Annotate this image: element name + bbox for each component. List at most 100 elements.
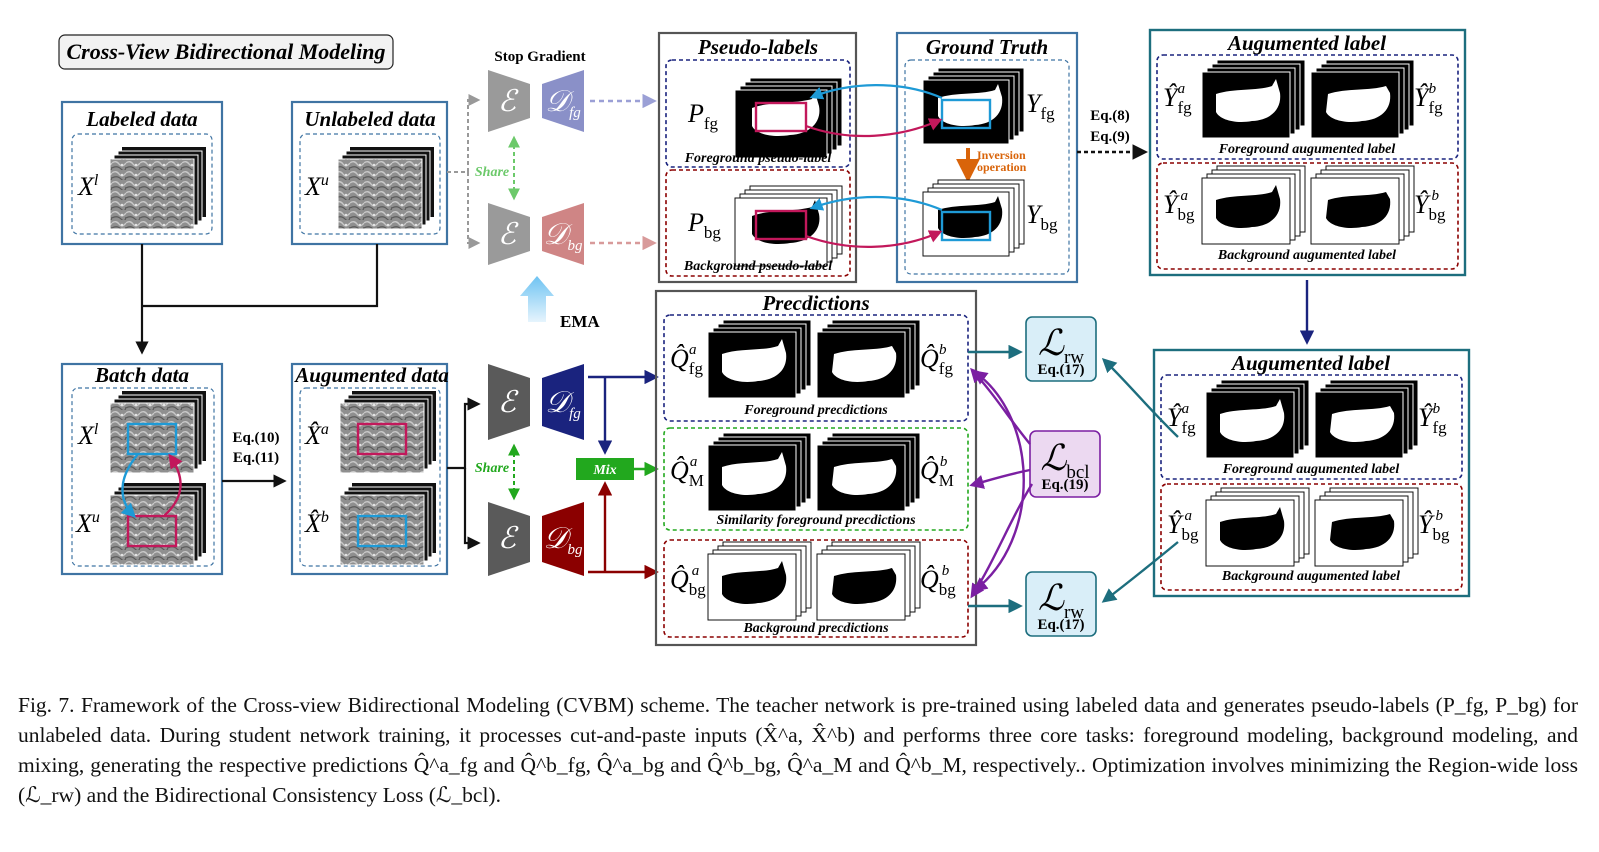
- augmented-label-top-panel: Augumented label Ŷfga Ŷfgb Foreground au…: [1148, 28, 1467, 277]
- aug-top-fg-a-label: Ŷfga: [1163, 81, 1192, 117]
- figure-title: Cross-View Bidirectional Modeling: [66, 39, 385, 64]
- x-hat-b-label: X̂b: [304, 509, 329, 538]
- label-exchange-arrows: [805, 84, 943, 248]
- aug-top-bg-b-stack: [1310, 165, 1415, 245]
- aug-top-fg-b-stack: [1310, 59, 1415, 139]
- augmented-b-stack: [339, 483, 436, 566]
- gt-fg-stack: [922, 67, 1025, 145]
- ground-truth-panel: Ground Truth Yfg Inversion operation Ybg: [895, 31, 1079, 284]
- pred-fg-b-stack: [816, 319, 921, 399]
- x-hat-a-label: X̂a: [304, 421, 329, 450]
- aug-top-fg-a-stack: [1201, 59, 1306, 139]
- svg-text:ℰ: ℰ: [498, 218, 519, 251]
- eq-9-label: Eq.(9): [1090, 129, 1130, 145]
- mix-block: Mix: [576, 458, 634, 480]
- q-m-b-label: Q̂Mb: [920, 454, 954, 490]
- ema-label: EMA: [560, 312, 600, 331]
- ema-arrow: EMA: [520, 276, 600, 331]
- pred-fg-caption: Foreground precdictions: [743, 403, 888, 418]
- loss-rw-top-symbol: ℒrw: [1038, 323, 1084, 368]
- caption-text: Framework of the Cross-view Bidirectiona…: [18, 693, 1579, 807]
- p-bg-label: Pbg: [687, 208, 721, 242]
- pred-m-b-stack: [816, 432, 921, 512]
- teacher-decoder-bg: [542, 203, 584, 265]
- batch-data-panel: Batch data Xl Xu: [60, 362, 224, 576]
- augmented-top-title: Augumented label: [1226, 31, 1386, 55]
- student-encoder-top: [488, 364, 530, 440]
- mix-label: Mix: [592, 463, 616, 478]
- aug-top-bg-a-stack: [1201, 165, 1306, 245]
- pred-m-a-stack: [707, 432, 812, 512]
- aug-top-bg-caption: Background augumented label: [1217, 248, 1396, 263]
- aug-bottom-bg-a-label: Ŷbga: [1167, 508, 1199, 544]
- loss-bcl-eq: Eq.(19): [1041, 477, 1088, 493]
- augmented-bottom-title: Augumented label: [1230, 351, 1390, 375]
- ground-truth-title: Ground Truth: [926, 35, 1048, 59]
- loss-rw-top-eq: Eq.(17): [1037, 362, 1084, 378]
- aug-bottom-bg-a-stack: [1205, 487, 1310, 567]
- labeled-data-title: Labeled data: [85, 107, 197, 131]
- augmented-data-title: Augumented data: [293, 363, 448, 387]
- eq-11-label: Eq.(11): [233, 450, 279, 466]
- stop-gradient-label: Stop Gradient: [494, 49, 585, 65]
- pseudo-fg-stack: [734, 77, 843, 159]
- pseudo-fg-caption: Foreground pseudo-label: [684, 151, 832, 166]
- eq-8-9-arrow: Eq.(8) Eq.(9): [1077, 108, 1149, 160]
- student-share-label: Share: [475, 461, 509, 476]
- aug-bottom-fg-a-stack: [1205, 379, 1310, 459]
- batch-labeled-stack: [109, 391, 206, 474]
- teacher-encoder-top: [488, 70, 530, 132]
- aug-bottom-fg-caption: Foreground augumented label: [1222, 462, 1400, 477]
- framework-diagram: Cross-View Bidirectional Modeling Labele…: [58, 28, 1471, 647]
- teacher-network: Stop Gradient ℰ 𝒟fg ℰ 𝒟bg Share EMA: [447, 49, 657, 331]
- q-bg-a-label: Q̂bga: [670, 563, 706, 599]
- x-u-label: Xu: [304, 172, 329, 201]
- svg-text:ℰ: ℰ: [498, 522, 519, 555]
- x-l-label: Xl: [77, 172, 99, 201]
- augmented-label-bottom-panel: Augumented label Ŷfga Ŷfgb Foreground au…: [1152, 348, 1471, 598]
- inversion-label-2: operation: [977, 160, 1027, 174]
- teacher-encoder-bottom: [488, 203, 530, 265]
- eq-8-label: Eq.(8): [1090, 108, 1130, 124]
- svg-text:ℰ: ℰ: [498, 85, 519, 118]
- q-fg-b-label: Q̂fgb: [920, 342, 953, 378]
- input-merge-arrows: [135, 244, 379, 355]
- aug-top-bg-a-label: Ŷbga: [1163, 188, 1195, 224]
- pred-bg-caption: Background precdictions: [742, 621, 889, 636]
- aug-bottom-bg-b-stack: [1314, 487, 1419, 567]
- aug-top-fg-caption: Foreground augumented label: [1218, 142, 1396, 157]
- batch-x-l-label: Xl: [77, 421, 99, 450]
- pseudo-labels-title: Pseudo-labels: [697, 35, 818, 59]
- loss-bcl-symbol: ℒbcl: [1040, 438, 1089, 483]
- gt-bg-stack: [922, 179, 1025, 257]
- pseudo-bg-caption: Background pseudo-label: [683, 259, 832, 274]
- labeled-image-stack: [109, 147, 206, 230]
- batch-unlabeled-stack: [109, 483, 206, 566]
- student-decoder-bg: [542, 502, 584, 576]
- caption-label: Fig. 7.: [18, 693, 75, 717]
- q-fg-a-label: Q̂fga: [670, 342, 703, 378]
- figure-caption: Fig. 7. Framework of the Cross-view Bidi…: [18, 690, 1578, 810]
- teacher-decoder-fg: [542, 70, 584, 132]
- unlabeled-data-panel: Unlabeled data Xu: [290, 100, 449, 246]
- q-bg-b-label: Q̂bgb: [920, 563, 956, 599]
- student-encoder-bottom: [488, 502, 530, 576]
- loss-rw-bottom-eq: Eq.(17): [1037, 617, 1084, 633]
- batch-x-u-label: Xu: [75, 509, 100, 538]
- pseudo-bg-stack: [734, 185, 843, 267]
- unlabeled-image-stack: [337, 147, 434, 230]
- figure-title-box: Cross-View Bidirectional Modeling: [58, 34, 394, 70]
- aug-top-bg-b-label: Ŷbgb: [1414, 188, 1446, 224]
- student-decoder-fg: [542, 364, 584, 440]
- augmented-a-stack: [339, 391, 436, 474]
- p-fg-label: Pfg: [687, 99, 719, 133]
- loss-rw-bottom-symbol: ℒrw: [1038, 578, 1084, 623]
- aug-bottom-fg-b-stack: [1314, 379, 1419, 459]
- loss-rw-bottom: ℒrw Eq.(17): [1025, 571, 1097, 637]
- teacher-share-label: Share: [475, 165, 509, 180]
- aug-bottom-bg-caption: Background augumented label: [1221, 569, 1400, 584]
- aug-bottom-fg-a-label: Ŷfga: [1167, 401, 1196, 437]
- predictions-panel: Precdictions Q̂fga Q̂fgb Foreground prec…: [654, 289, 978, 647]
- predictions-title: Precdictions: [761, 291, 869, 315]
- pseudo-labels-panel: Pseudo-labels Pfg Foreground pseudo-labe…: [657, 31, 858, 284]
